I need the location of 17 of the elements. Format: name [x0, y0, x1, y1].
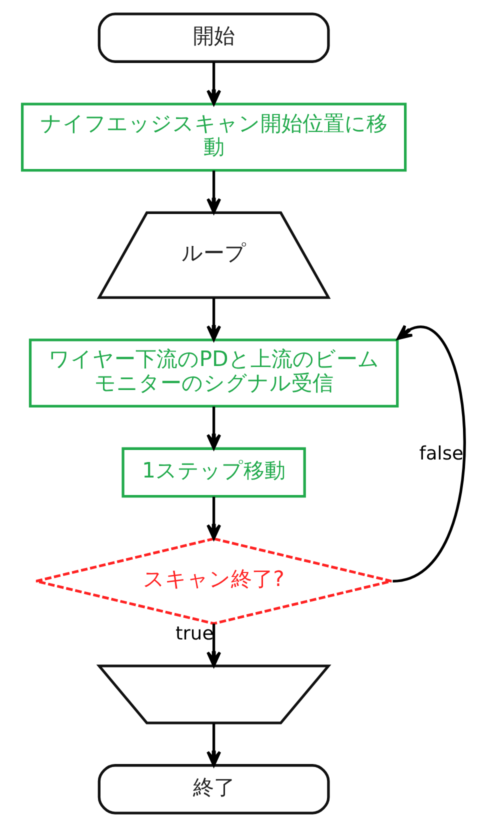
node-box: 1ステップ移動 [121, 447, 306, 498]
arrow [206, 298, 221, 341]
node-diamond: スキャン終了? [34, 537, 392, 625]
arrow [206, 406, 221, 450]
edge-label: true [175, 623, 214, 644]
arrow [206, 170, 221, 214]
arrow [206, 62, 221, 106]
arrow [206, 624, 221, 667]
node-box: 終了 [97, 764, 330, 814]
arrow [206, 723, 221, 767]
edge-label: false [418, 444, 463, 465]
node-trapezoid [96, 664, 331, 724]
node-box: ナイフエッジスキャン開始位置に移動 [20, 102, 406, 172]
arrow [206, 496, 221, 540]
node-box: ワイヤー下流のPDと上流のビームモニターのシグナル受信 [28, 338, 398, 408]
arrow [392, 324, 466, 582]
node-box: 開始 [97, 12, 330, 63]
